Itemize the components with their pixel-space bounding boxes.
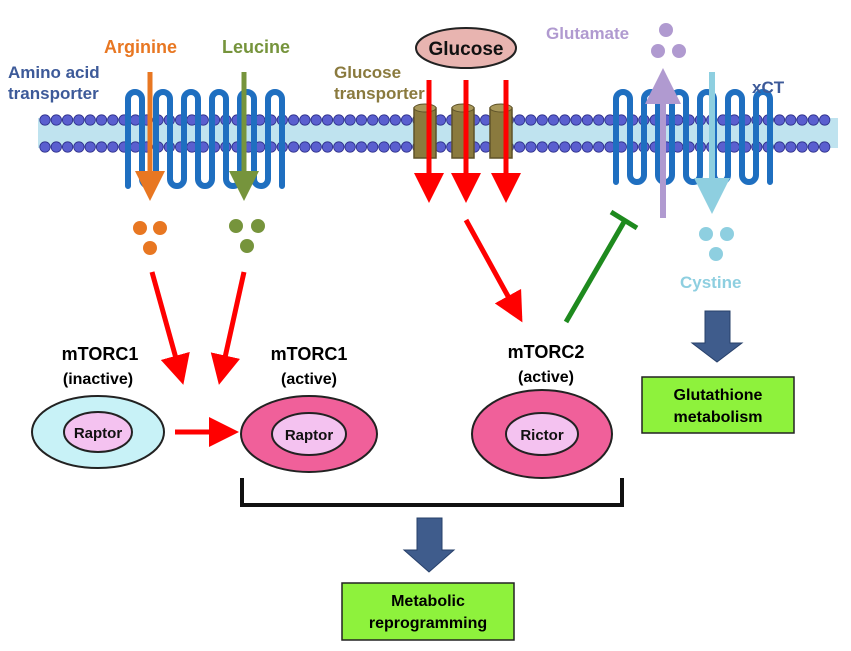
- leucine-activation-arrow: [210, 271, 247, 385]
- glucose-transporter-label-2: transporter: [334, 84, 425, 103]
- mtorc1-inactive-state: (inactive): [63, 371, 133, 388]
- mtorc1-active-complex: mTORC1 (active) Raptor: [240, 344, 378, 473]
- glucose-channel: [451, 103, 475, 159]
- leucine-molecules: [229, 219, 265, 253]
- cystine-molecules: [699, 227, 734, 261]
- glutathione-down-arrow: [690, 310, 744, 363]
- amino-acid-transporter-label-2: transporter: [8, 84, 99, 103]
- glucose-channel: [413, 103, 437, 159]
- raptor-active-label: Raptor: [285, 427, 333, 444]
- reprogramming-down-arrow: [402, 517, 456, 573]
- mtorc1-inactive-complex: mTORC1 (inactive) Raptor: [31, 344, 165, 469]
- mtorc2-active-state: (active): [518, 369, 574, 386]
- arginine-label: Arginine: [104, 37, 177, 57]
- cystine-label: Cystine: [680, 273, 741, 292]
- glutathione-label: Glutathione: [674, 387, 763, 404]
- xct-label: xCT: [752, 78, 785, 97]
- raptor-inactive-label: Raptor: [74, 425, 122, 442]
- mtorc2-xct-inhibition: [563, 209, 639, 324]
- amino-acid-transporter-label: Amino acid: [8, 63, 100, 82]
- glutamate-label: Glutamate: [546, 24, 629, 43]
- mtorc1-inactive-name: mTORC1: [62, 344, 139, 364]
- rictor-label: Rictor: [520, 427, 564, 444]
- metabolic-reprogramming-box: Metabolic reprogramming: [341, 582, 515, 641]
- metabolic-label: Metabolic: [391, 593, 465, 610]
- glucose-transporter-label: Glucose: [334, 63, 401, 82]
- mtorc1-active-name: mTORC1: [271, 344, 348, 364]
- metabolic-label-2: reprogramming: [369, 615, 487, 632]
- arginine-activation-arrow: [149, 271, 190, 385]
- arginine-molecules: [133, 221, 167, 255]
- glutathione-metabolism-box: Glutathione metabolism: [641, 376, 795, 434]
- glucose-label: Glucose: [429, 39, 504, 60]
- mtorc1-active-state: (active): [281, 371, 337, 388]
- leucine-label: Leucine: [222, 37, 290, 57]
- glucose-molecule: Glucose: [415, 27, 517, 69]
- mtorc2-active-name: mTORC2: [508, 342, 585, 362]
- glucose-activation-arrow: [463, 218, 523, 323]
- glutamate-molecules: [651, 23, 686, 58]
- glutathione-label-2: metabolism: [674, 409, 763, 426]
- convergence-bracket: [240, 478, 624, 507]
- mtorc2-active-complex: mTORC2 (active) Rictor: [471, 342, 613, 479]
- glucose-channel: [489, 103, 513, 159]
